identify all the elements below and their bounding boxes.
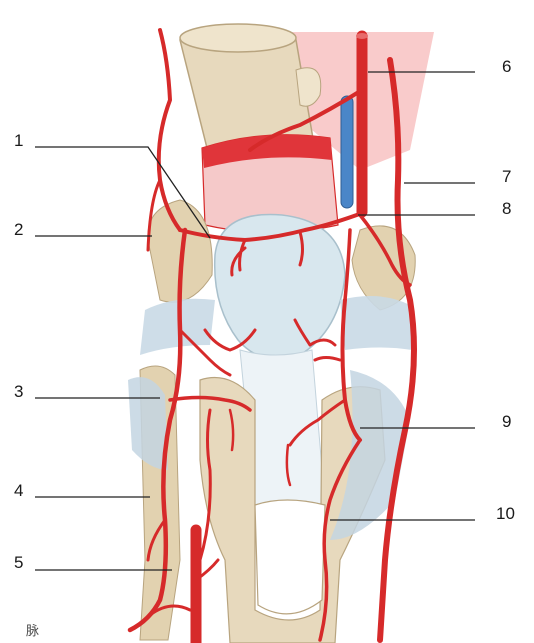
callout-10: 10 — [496, 504, 515, 524]
femoral-artery-cap — [356, 33, 368, 39]
corner-mark: 脉 — [26, 620, 39, 639]
callout-8: 8 — [502, 199, 511, 219]
callout-5: 5 — [14, 553, 23, 573]
callout-9: 9 — [502, 412, 511, 432]
femur-notch — [296, 68, 321, 106]
tibial-shaft-inner — [255, 500, 325, 614]
popliteal-vein — [341, 96, 353, 208]
medial-band-lower — [128, 377, 168, 470]
callout-4: 4 — [14, 481, 23, 501]
lateral-ligament-band — [340, 296, 412, 350]
callout-1: 1 — [14, 131, 23, 151]
callout-2: 2 — [14, 220, 23, 240]
superior-medial-genicular — [159, 30, 180, 230]
callout-7: 7 — [502, 167, 511, 187]
callout-3: 3 — [14, 382, 23, 402]
femur-cut-surface — [180, 24, 296, 52]
callout-6: 6 — [502, 57, 511, 77]
